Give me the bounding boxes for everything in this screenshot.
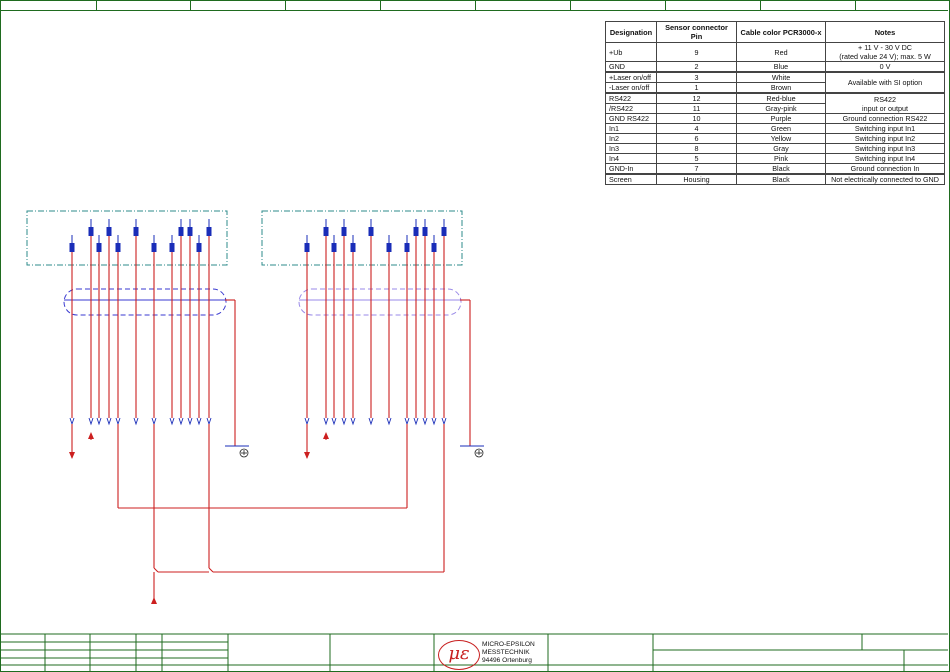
- notes-cell: + 11 V - 30 V DC(rated value 24 V); max.…: [825, 42, 945, 62]
- table-row: +Ub 9 Red + 11 V - 30 V DC(rated value 2…: [605, 42, 945, 62]
- right-terminal-icon: [431, 417, 437, 426]
- left-terminal-icon: [133, 417, 139, 426]
- right-terminal-icon: [386, 417, 392, 426]
- right-terminal-icon: [350, 417, 356, 426]
- right-pin: [331, 243, 337, 252]
- left-cable-shield: [63, 288, 227, 316]
- notes-line-1: + 11 V - 30 V DC: [858, 43, 912, 52]
- right-pin: [341, 227, 347, 236]
- right-pin: [431, 243, 437, 252]
- left-terminal-icon: [88, 417, 94, 426]
- top-ruler: [0, 0, 948, 11]
- company-name-line: MICRO-EPSILON: [482, 641, 535, 648]
- cross-wire: [153, 567, 159, 573]
- table-row: Screen Housing Black Not electrically co…: [605, 173, 945, 185]
- right-pin: [422, 227, 428, 236]
- common-input-arrow-icon: [151, 597, 157, 604]
- left-pin: [187, 227, 193, 236]
- left-terminal-icon: [178, 417, 184, 426]
- right-ground-icon: [474, 448, 484, 458]
- left-pin: [196, 243, 202, 252]
- right-connector-box: [261, 210, 463, 266]
- right-terminal-icon: [341, 417, 347, 426]
- right-pin: [350, 243, 356, 252]
- right-input-arrow-icon: [323, 432, 329, 439]
- left-pin: [133, 227, 139, 236]
- left-pin: [169, 243, 175, 252]
- right-pin: [323, 227, 329, 236]
- left-pin: [96, 243, 102, 252]
- left-connector-box: [26, 210, 228, 266]
- left-input-arrow-icon: [88, 432, 94, 439]
- color-cell: Red: [736, 42, 826, 62]
- left-pin: [88, 227, 94, 236]
- notes-line-2: input or output: [862, 103, 908, 113]
- notes-line-1: RS422: [874, 94, 896, 104]
- logo-symbol: με: [438, 640, 480, 670]
- left-pin: [178, 227, 184, 236]
- left-terminal-icon: [187, 417, 193, 426]
- company-division-line: MESSTECHNIK: [482, 649, 530, 656]
- right-output-arrow-icon: [304, 452, 310, 459]
- left-terminal-icon: [106, 417, 112, 426]
- right-pin: [386, 243, 392, 252]
- left-output-arrow-icon: [69, 452, 75, 459]
- cross-wire: [208, 567, 214, 573]
- left-terminal-icon: [196, 417, 202, 426]
- company-city-line: 94496 Ortenburg: [482, 657, 532, 664]
- company-address: MICRO-EPSILON MESSTECHNIK 94496 Ortenbur…: [482, 641, 535, 665]
- left-terminal-icon: [169, 417, 175, 426]
- left-pin: [151, 243, 157, 252]
- left-pin: [106, 227, 112, 236]
- left-ground-icon: [239, 448, 249, 458]
- left-pin: [206, 227, 212, 236]
- right-cable-shield: [298, 288, 462, 316]
- right-terminal-icon: [422, 417, 428, 426]
- notes-cell: Not electrically connected to GND: [825, 173, 945, 185]
- wiring-diagram: [26, 210, 484, 604]
- right-terminal-icon: [323, 417, 329, 426]
- left-terminal-icon: [96, 417, 102, 426]
- notes-line-2: (rated value 24 V); max. 5 W: [839, 52, 931, 61]
- notes-cell: Switching input In4: [825, 153, 945, 164]
- right-pin: [304, 243, 310, 252]
- left-pin: [69, 243, 75, 252]
- right-terminal-icon: [331, 417, 337, 426]
- table-row: In4 5 Pink Switching input In4: [605, 153, 945, 164]
- pin-cell: 9: [656, 42, 737, 62]
- right-terminal-icon: [413, 417, 419, 426]
- right-terminal-icon: [368, 417, 374, 426]
- company-logo: με MICRO-EPSILON MESSTECHNIK 94496 Orten…: [438, 640, 548, 670]
- right-pin: [441, 227, 447, 236]
- left-pin: [115, 243, 121, 252]
- right-pin: [368, 227, 374, 236]
- right-pin: [404, 243, 410, 252]
- right-pin: [413, 227, 419, 236]
- pin-assignment-table: Designation Sensor connector Pin Cable c…: [605, 21, 945, 185]
